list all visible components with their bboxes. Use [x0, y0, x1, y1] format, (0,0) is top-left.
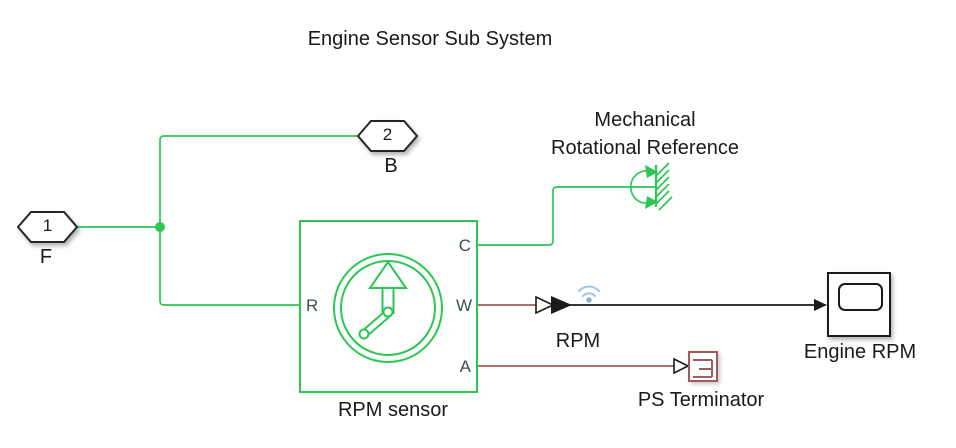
rpm-sensor-label[interactable]: RPM sensor [337, 399, 449, 421]
ps-terminator-icon [693, 359, 713, 378]
ps-port-arrow-terminator [673, 357, 690, 375]
connection-sensor-c-to-reference[interactable] [478, 186, 655, 246]
ps-simulink-converter-open-arrow[interactable] [535, 295, 555, 315]
port-label-a: A [459, 357, 471, 376]
ps-terminator-label[interactable]: PS Terminator [637, 389, 765, 411]
diagram-title[interactable]: Engine Sensor Sub System [307, 28, 553, 50]
rpm-sensor-block[interactable]: R C W A [299, 220, 478, 393]
gauge-icon [333, 253, 443, 363]
mech-rot-ref-label-line2: Rotational Reference [551, 137, 739, 159]
engine-rpm-scope-label[interactable]: Engine RPM [803, 341, 917, 363]
inport-2-label[interactable]: B [384, 155, 398, 177]
port-label-c: C [458, 236, 471, 255]
inport-2-b[interactable]: 2 [356, 120, 419, 152]
engine-rpm-scope-block[interactable] [827, 272, 891, 337]
wireless-logging-icon[interactable] [576, 281, 602, 305]
connection-b-to-sensor-r[interactable] [159, 135, 358, 306]
inport-1-f[interactable]: 1 [16, 211, 79, 243]
inport-1-label[interactable]: F [39, 246, 53, 268]
inport-number: 2 [382, 125, 393, 144]
scope-icon [838, 283, 883, 311]
inport-number: 1 [42, 216, 53, 235]
port-label-w: W [455, 296, 472, 315]
port-label-r: R [306, 296, 319, 315]
mech-rot-ref-label-line1: Mechanical [594, 109, 696, 131]
mech-rot-ref-label[interactable]: Mechanical Rotational Reference [551, 106, 739, 162]
ps-terminator-block[interactable] [688, 351, 718, 382]
inport-hexagon [356, 120, 419, 152]
rpm-signal-label[interactable]: RPM [555, 330, 601, 352]
ps-simulink-converter-solid-arrow[interactable] [551, 296, 572, 314]
inport-hexagon [16, 211, 79, 243]
